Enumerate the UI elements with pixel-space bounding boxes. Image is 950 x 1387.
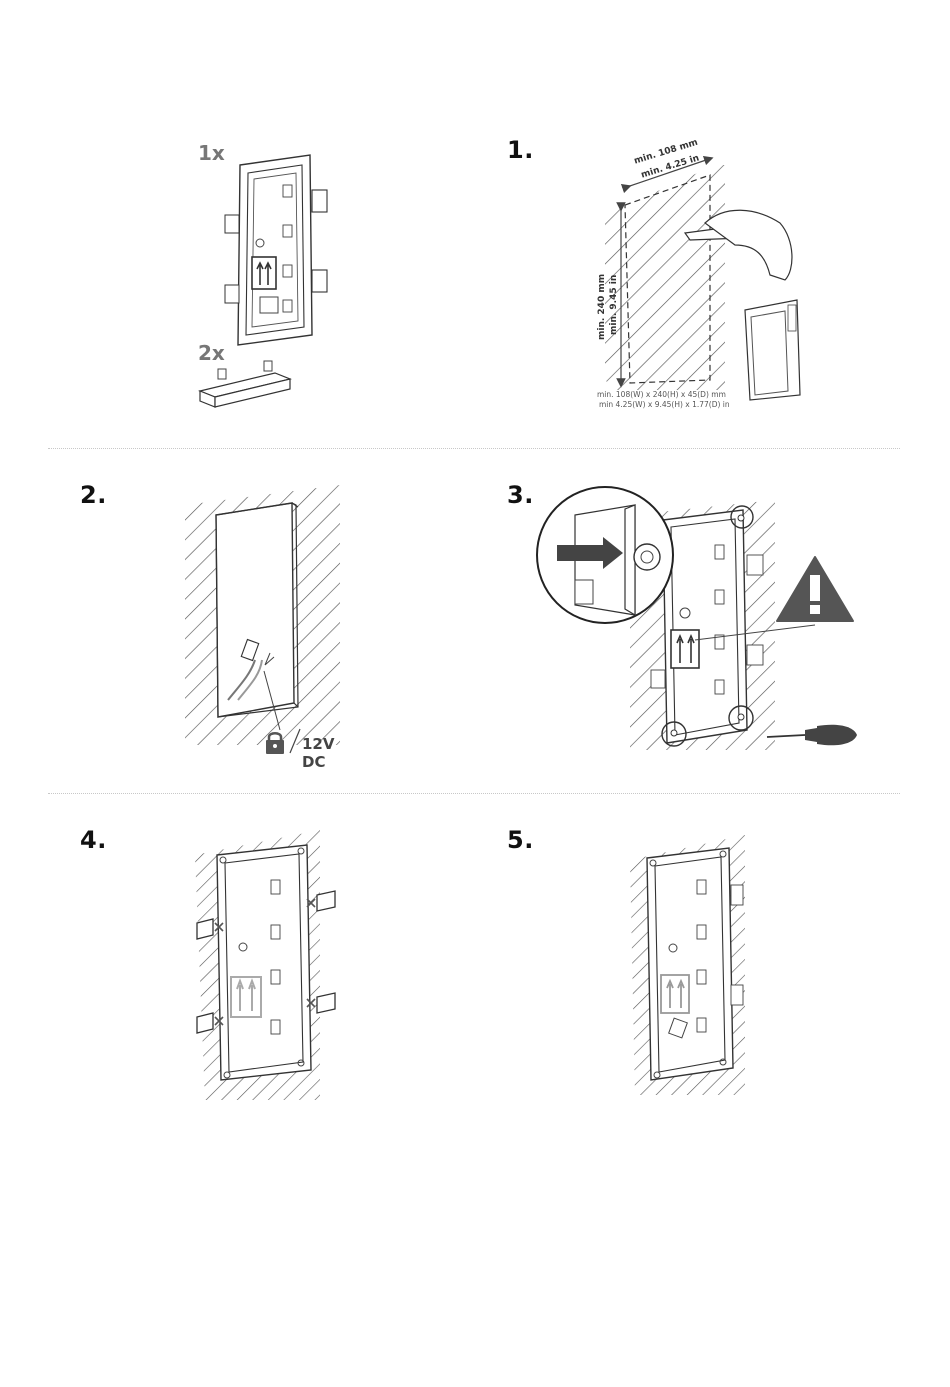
step-number-3: 3. <box>507 481 534 509</box>
pencil-icon <box>643 231 647 235</box>
separator-2 <box>48 793 900 794</box>
step-number-5: 5. <box>507 826 534 854</box>
step-number-4: 4. <box>80 826 107 854</box>
dims-in-label: min 4.25(W) x 9.45(H) x 1.77(D) in <box>599 400 730 410</box>
screwdriver-icon <box>765 721 860 751</box>
power-label: 12V DC <box>302 735 360 771</box>
step1-panel: min. 108 mm min. 4.25 in min. 240 mm min… <box>585 145 825 420</box>
separator-1 <box>48 448 900 449</box>
wall-marking-illustration <box>585 145 825 420</box>
warning-icon <box>775 555 855 625</box>
step4-panel <box>185 825 345 1110</box>
mounting-frame-illustration <box>190 135 360 415</box>
lock-icon <box>264 729 286 755</box>
step-number-1: 1. <box>507 136 534 164</box>
step2-panel: 12V DC <box>180 485 360 765</box>
height-mm-label: min. 240 mm <box>597 274 607 340</box>
installed-frame-illustration <box>625 830 755 1100</box>
step3-panel <box>535 485 865 760</box>
contents-panel: 1x 2x <box>190 135 360 415</box>
arrow-icon <box>555 533 625 573</box>
step-number-2: 2. <box>80 481 107 509</box>
height-in-label: min. 9.45 in <box>609 275 619 335</box>
step5-panel <box>625 830 755 1100</box>
bracket-removal-illustration <box>185 825 345 1110</box>
dims-mm-label: min. 108(W) x 240(H) x 45(D) mm <box>597 390 726 400</box>
wall-recess-illustration <box>180 485 360 765</box>
